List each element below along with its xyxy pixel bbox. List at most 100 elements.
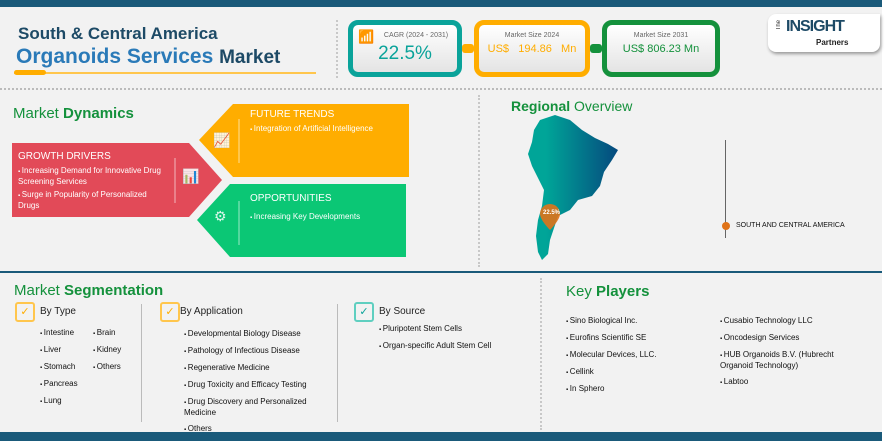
- list-item: Others: [93, 362, 121, 373]
- title-highlight: Organoids Services: [16, 45, 214, 68]
- list-item: Oncodesign Services: [720, 333, 850, 344]
- list-item: HUB Organoids B.V. (Hubrecht Organoid Te…: [720, 350, 850, 371]
- list-item: Pathology of Infectious Disease: [184, 346, 334, 357]
- bottom-bar: [0, 432, 882, 441]
- bar-chart-icon: 📊: [182, 168, 200, 184]
- heading-bold: Regional: [511, 98, 571, 114]
- kpi-value: US$ 806.23 Mn: [622, 43, 700, 55]
- kpi-label: CAGR (2024 - 2031): [383, 32, 449, 39]
- heading-light: Market: [13, 105, 59, 122]
- document-chart-icon: ✓: [354, 302, 374, 322]
- by-source-title: By Source: [379, 306, 426, 317]
- by-source-list: Pluripotent Stem Cells Organ-specific Ad…: [379, 324, 492, 358]
- list-item: Surge in Popularity of Personalized Drug…: [18, 190, 168, 211]
- kpi-cagr: 📶 CAGR (2024 - 2031) 22.5%: [348, 20, 462, 77]
- legend-line: [725, 140, 726, 238]
- top-bar: [0, 0, 882, 7]
- list-item: In Sphero: [566, 384, 716, 395]
- title-rest: Market: [219, 47, 281, 68]
- document-chart-icon: ✓: [160, 302, 180, 322]
- growth-drivers-title: GROWTH DRIVERS: [18, 151, 111, 162]
- by-application-list: Developmental Biology Disease Pathology …: [184, 329, 334, 441]
- list-item: Increasing Key Developments: [250, 212, 400, 223]
- list-item: Brain: [93, 328, 121, 339]
- key-players-list-1: Sino Biological Inc. Eurofins Scientific…: [566, 316, 716, 401]
- title-underline: [14, 72, 316, 74]
- heading-light: Overview: [574, 98, 633, 114]
- legend-label: SOUTH AND CENTRAL AMERICA: [736, 222, 845, 229]
- future-trends-title: FUTURE TRENDS: [250, 109, 335, 120]
- list-item: Pancreas: [40, 379, 78, 390]
- list-item: Intestine: [40, 328, 78, 339]
- south-america-map: [528, 115, 618, 260]
- divider: [141, 304, 142, 422]
- pin-value: 22.5%: [543, 210, 561, 216]
- list-item: Cellink: [566, 367, 716, 378]
- opportunities-box: OPPORTUNITIES Increasing Key Development…: [250, 193, 400, 226]
- trend-chart-icon: 📈: [213, 132, 231, 148]
- segmentation-heading: Market Segmentation: [14, 282, 163, 299]
- by-type-list: Intestine Liver Stomach Pancreas Lung: [40, 328, 78, 413]
- growth-drivers-box: GROWTH DRIVERS Increasing Demand for Inn…: [18, 151, 168, 214]
- list-item: Sino Biological Inc.: [566, 316, 716, 327]
- kpi-value: US$ 194.86 Mn: [487, 43, 577, 55]
- divider: [337, 304, 338, 422]
- by-application-title: By Application: [180, 306, 243, 317]
- list-item: Molecular Devices, LLC.: [566, 350, 716, 361]
- divider: [0, 271, 882, 273]
- list-item: Pluripotent Stem Cells: [379, 324, 491, 335]
- list-item: Regenerative Medicine: [184, 363, 334, 374]
- legend-dot: [722, 222, 730, 230]
- list-item: Drug Discovery and Personalized Medicine: [184, 397, 334, 418]
- list-item: Lung: [40, 396, 78, 407]
- logo-insight: INSIGHT: [786, 18, 845, 35]
- kpi-value: 22.5%: [378, 43, 432, 64]
- divider: [478, 95, 480, 267]
- list-item: Others: [184, 424, 334, 435]
- connector: [590, 44, 602, 53]
- heading-light: Key: [566, 283, 592, 300]
- connector: [462, 44, 474, 53]
- growth-chart-icon: 📶: [358, 29, 375, 44]
- logo-the: The: [776, 20, 782, 31]
- list-item: Labtoo: [720, 377, 850, 388]
- future-trends-shape: [199, 104, 409, 177]
- list-item: Integration of Artificial Intelligence: [250, 124, 400, 135]
- list-item: Liver: [40, 345, 78, 356]
- kpi-label: Market Size 2024: [504, 32, 560, 39]
- heading-bold: Dynamics: [63, 105, 134, 122]
- map-pin: [540, 204, 560, 230]
- divider: [336, 20, 338, 78]
- divider: [540, 278, 542, 430]
- key-players-heading: Key Players: [566, 283, 649, 300]
- future-trends-box: FUTURE TRENDS Integration of Artificial …: [250, 109, 400, 138]
- opportunities-title: OPPORTUNITIES: [250, 193, 332, 204]
- regional-heading: Regional Overview: [511, 98, 632, 114]
- by-type-title: By Type: [40, 306, 76, 317]
- logo-partners: Partners: [816, 38, 849, 47]
- heading-bold: Segmentation: [64, 282, 164, 299]
- gear-icon: ⚙: [214, 208, 227, 224]
- by-type-list-2: Brain Kidney Others: [93, 328, 121, 379]
- divider: [0, 88, 882, 90]
- list-item: Cusabio Technology LLC: [720, 316, 850, 327]
- list-item: Eurofins Scientific SE: [566, 333, 716, 344]
- list-item: Drug Toxicity and Efficacy Testing: [184, 380, 334, 391]
- list-item: Stomach: [40, 362, 78, 373]
- list-item: Developmental Biology Disease: [184, 329, 334, 340]
- title-line2: Organoids Services Market: [16, 45, 280, 69]
- key-players-list-2: Cusabio Technology LLC Oncodesign Servic…: [720, 316, 850, 394]
- list-item: Organ-specific Adult Stem Cell: [379, 341, 492, 352]
- document-chart-icon: ✓: [15, 302, 35, 322]
- title-line1: South & Central America: [18, 24, 218, 43]
- kpi-market-size-2031: Market Size 2031 US$ 806.23 Mn: [602, 20, 720, 77]
- heading-light: Market: [14, 282, 60, 299]
- heading-bold: Players: [596, 283, 650, 300]
- logo: The INSIGHT Partners: [768, 14, 880, 52]
- list-item: Kidney: [93, 345, 121, 356]
- kpi-market-size-2024: Market Size 2024 US$ 194.86 Mn: [474, 20, 590, 77]
- title-underline-accent: [14, 70, 46, 75]
- list-item: Increasing Demand for Innovative Drug Sc…: [18, 166, 168, 187]
- dynamics-heading: Market Dynamics: [13, 105, 134, 122]
